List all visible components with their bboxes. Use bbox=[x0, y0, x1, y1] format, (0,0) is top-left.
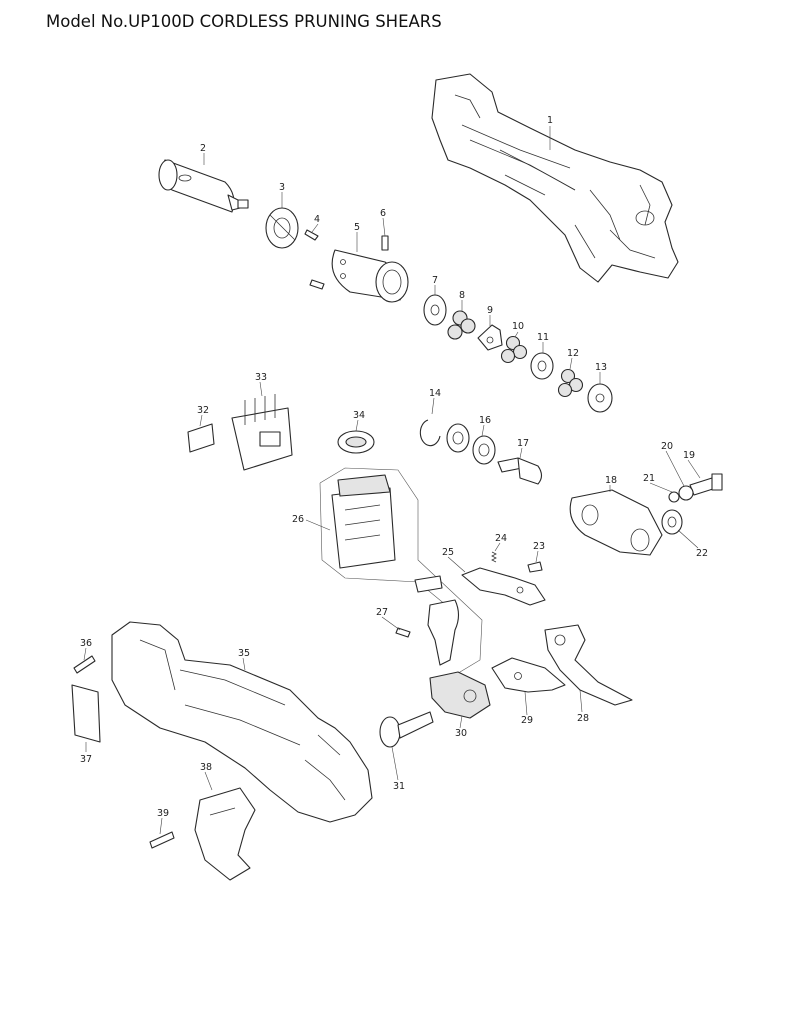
label-part-38: 38 bbox=[200, 762, 212, 773]
part-10-gears[interactable] bbox=[500, 335, 528, 364]
label-part-29: 29 bbox=[521, 715, 533, 726]
part-13-output-carrier[interactable] bbox=[587, 383, 613, 413]
part-11-carrier-disc[interactable] bbox=[530, 352, 554, 380]
part-24-spring[interactable] bbox=[491, 551, 497, 563]
label-part-21: 21 bbox=[643, 473, 655, 484]
part-18-link-arm[interactable] bbox=[569, 489, 663, 556]
label-part-31: 31 bbox=[393, 781, 405, 792]
part-35-lower-housing[interactable] bbox=[111, 621, 373, 823]
label-part-20: 20 bbox=[661, 441, 673, 452]
label-part-24: 24 bbox=[495, 533, 507, 544]
part-30-blade-holder[interactable] bbox=[429, 671, 491, 719]
label-part-1: 1 bbox=[547, 115, 553, 126]
part-3-bracket[interactable] bbox=[265, 207, 299, 249]
part-7-washer[interactable] bbox=[423, 294, 447, 326]
part-1-upper-housing[interactable] bbox=[431, 73, 679, 283]
label-part-34: 34 bbox=[353, 410, 365, 421]
label-part-28: 28 bbox=[577, 713, 589, 724]
label-part-5: 5 bbox=[354, 222, 360, 233]
part-23-pin[interactable] bbox=[527, 561, 543, 573]
part-37-label[interactable] bbox=[71, 684, 101, 743]
part-32-label[interactable] bbox=[187, 423, 215, 453]
part-25-trigger-lever[interactable] bbox=[461, 567, 546, 606]
leader-lines bbox=[83, 126, 701, 835]
part-21-o-ring[interactable] bbox=[668, 491, 680, 503]
label-part-26: 26 bbox=[292, 514, 304, 525]
label-part-27: 27 bbox=[376, 607, 388, 618]
label-part-22: 22 bbox=[696, 548, 708, 559]
part-38-blade-cover[interactable] bbox=[194, 787, 256, 881]
label-part-18: 18 bbox=[605, 475, 617, 486]
label-part-39: 39 bbox=[157, 808, 169, 819]
label-part-17: 17 bbox=[517, 438, 529, 449]
part-22-washer[interactable] bbox=[661, 509, 683, 535]
page-title: Model No.UP100D CORDLESS PRUNING SHEARS bbox=[46, 12, 442, 31]
label-part-4: 4 bbox=[314, 214, 320, 225]
trigger-switch[interactable] bbox=[414, 575, 460, 666]
label-part-35: 35 bbox=[238, 648, 250, 659]
part-17-screw-shaft[interactable] bbox=[497, 457, 543, 485]
label-part-6: 6 bbox=[380, 208, 386, 219]
label-part-16: 16 bbox=[479, 415, 491, 426]
part-26-controller[interactable] bbox=[319, 467, 483, 676]
label-part-12: 12 bbox=[567, 348, 579, 359]
label-part-37: 37 bbox=[80, 754, 92, 765]
label-part-2: 2 bbox=[200, 143, 206, 154]
part-20-nut[interactable] bbox=[678, 485, 694, 501]
label-part-19: 19 bbox=[683, 450, 695, 461]
part-2-motor[interactable] bbox=[158, 159, 249, 213]
part-27-screw[interactable] bbox=[395, 627, 411, 638]
label-part-3: 3 bbox=[279, 182, 285, 193]
part-4-screw[interactable] bbox=[304, 229, 319, 241]
label-part-36: 36 bbox=[80, 638, 92, 649]
label-part-30: 30 bbox=[455, 728, 467, 739]
part-28-blade[interactable] bbox=[544, 624, 633, 706]
part-14-retaining-ring[interactable] bbox=[419, 419, 441, 447]
part-34-led-cover[interactable] bbox=[337, 430, 375, 454]
part-9-carrier[interactable] bbox=[477, 324, 503, 351]
part-31-pivot-bolt[interactable] bbox=[379, 711, 434, 748]
part-12-gears[interactable] bbox=[557, 368, 584, 398]
label-part-13: 13 bbox=[595, 362, 607, 373]
part-5-gear-housing[interactable] bbox=[331, 249, 409, 303]
part-36-screw[interactable] bbox=[73, 655, 96, 674]
label-part-32: 32 bbox=[197, 405, 209, 416]
part-16-bearings[interactable] bbox=[446, 423, 496, 465]
label-part-11: 11 bbox=[537, 332, 549, 343]
part-number-labels: 1 2 3 4 5 6 7 8 9 10 11 12 13 14 16 17 1… bbox=[80, 115, 708, 819]
label-part-10: 10 bbox=[512, 321, 524, 332]
label-part-23: 23 bbox=[533, 541, 545, 552]
part-6-screw[interactable] bbox=[309, 235, 389, 290]
part-33-terminal[interactable] bbox=[231, 394, 293, 471]
part-39-screw[interactable] bbox=[149, 831, 175, 849]
label-part-25: 25 bbox=[442, 547, 454, 558]
part-19-bolt[interactable] bbox=[689, 473, 723, 496]
label-part-7: 7 bbox=[432, 275, 438, 286]
part-8-gears[interactable] bbox=[447, 310, 476, 340]
label-part-8: 8 bbox=[459, 290, 465, 301]
label-part-9: 9 bbox=[487, 305, 493, 316]
part-29-counter-blade[interactable] bbox=[491, 657, 566, 693]
label-part-14: 14 bbox=[429, 388, 441, 399]
label-part-33: 33 bbox=[255, 372, 267, 383]
